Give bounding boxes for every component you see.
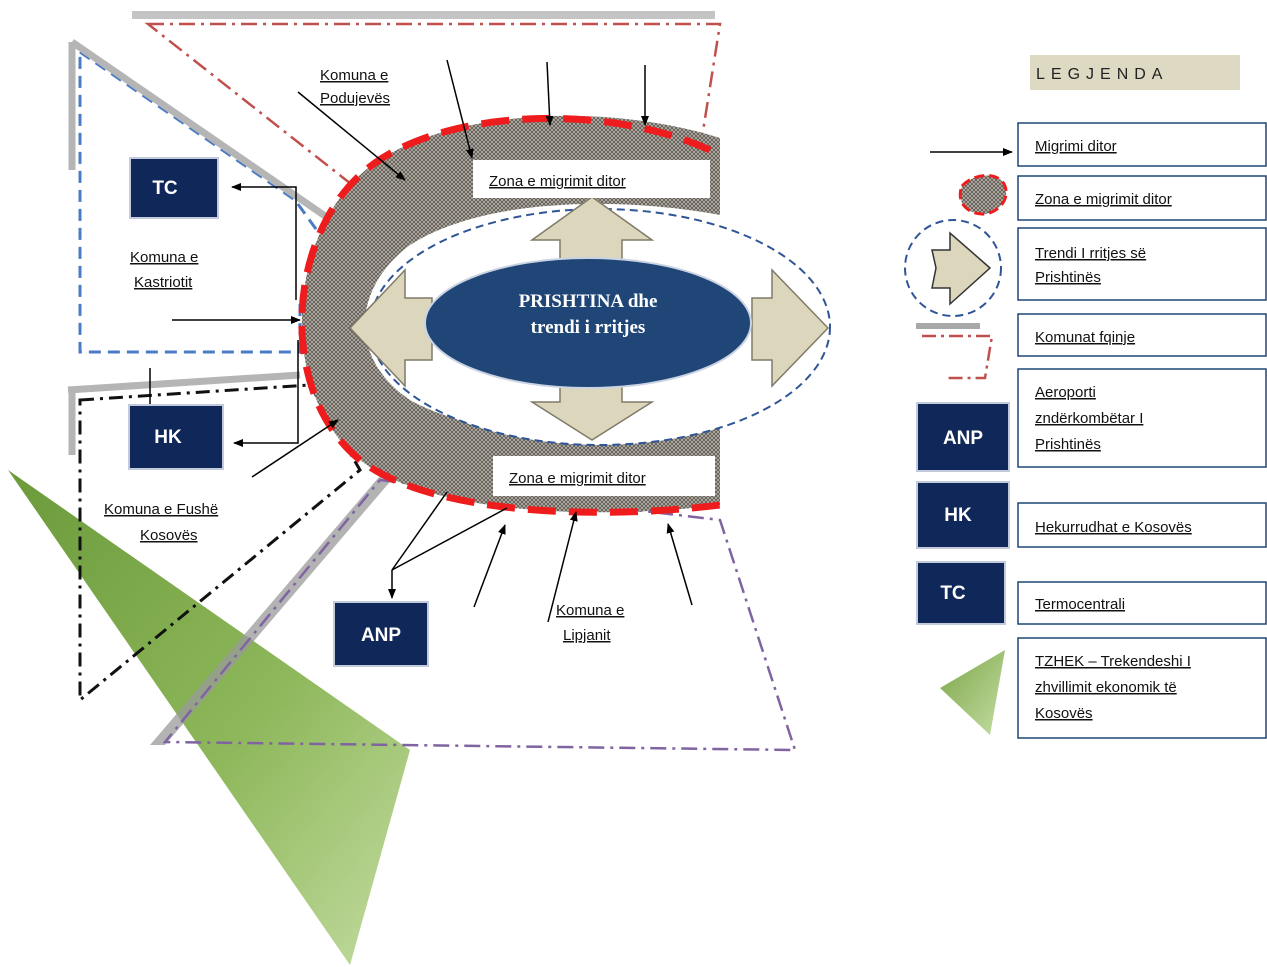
legend-item-box bbox=[1017, 502, 1267, 548]
center-label-line1: PRISHTINA dhe bbox=[519, 291, 658, 312]
tc-box-label: TC bbox=[152, 178, 178, 199]
legend-item-label: zhvillimit ekonomik të bbox=[1035, 679, 1177, 696]
legend-item-label: Aeroporti bbox=[1035, 384, 1096, 401]
kastrioti-label-1: Komuna e bbox=[130, 249, 198, 266]
grey-edge-fushe bbox=[67, 371, 301, 394]
grey-edge-kastrioti bbox=[70, 39, 362, 243]
legend-title: LEGJENDA bbox=[1036, 66, 1168, 83]
prishtina-center bbox=[424, 257, 752, 389]
legend-item-box bbox=[1017, 122, 1267, 167]
legend-item-box bbox=[1017, 637, 1267, 739]
tc-connector bbox=[231, 183, 297, 300]
legend-item-box bbox=[1017, 581, 1267, 625]
hk-connector bbox=[233, 340, 299, 447]
migration-arrow bbox=[473, 524, 506, 608]
anp-box bbox=[333, 601, 429, 667]
anp-connector-a bbox=[391, 491, 448, 571]
zone-label-bottom: Zona e migrimit ditor bbox=[509, 470, 646, 487]
migration-zone-ring bbox=[301, 115, 720, 513]
legend-item-label: Kosovës bbox=[1035, 705, 1093, 722]
migration-zone-border bbox=[298, 114, 721, 516]
legend-item-box bbox=[1017, 368, 1267, 468]
legend-hk-symbol bbox=[916, 481, 1010, 549]
zone-label-bottom-bg bbox=[493, 456, 715, 496]
fushe-kosova-border bbox=[78, 383, 362, 704]
legend-item-box bbox=[1017, 313, 1267, 357]
legend-tzhek-triangle-icon bbox=[940, 650, 1005, 735]
legend-item-box bbox=[1017, 227, 1267, 301]
fushe-kosova-label-2: Kosovës bbox=[140, 527, 198, 544]
legend-neighbor-icon bbox=[922, 334, 994, 380]
hk-box-label: HK bbox=[154, 427, 182, 448]
legend-item-label: Hekurrudhat e Kosovës bbox=[1035, 519, 1192, 536]
legend-item-label: zndërkombëtar I bbox=[1035, 410, 1143, 427]
legend-tc-symbol-label: TC bbox=[940, 583, 966, 604]
legend-item-label: Komunat fqinje bbox=[1035, 329, 1135, 346]
zone-label-top-bg bbox=[473, 160, 710, 198]
lipjani-label-2: Lipjanit bbox=[563, 627, 611, 644]
tc-box bbox=[129, 157, 219, 219]
growth-arrow-right bbox=[751, 268, 830, 388]
kastrioti-label-2: Kastriotit bbox=[134, 274, 193, 291]
legend-item-label: Termocentrali bbox=[1035, 596, 1125, 613]
legend-item-box bbox=[1017, 175, 1267, 221]
legend: LEGJENDA Migrimi ditor Zona e migrimit d… bbox=[904, 55, 1267, 739]
legend-item-label: Zona e migrimit ditor bbox=[1035, 191, 1172, 208]
legend-anp-symbol bbox=[916, 402, 1010, 472]
anp-connector-c bbox=[391, 507, 508, 571]
legend-title-bg bbox=[1030, 55, 1240, 90]
fushe-kosova-label-1: Komuna e Fushë bbox=[104, 501, 218, 518]
legend-tc-symbol bbox=[916, 561, 1006, 625]
migration-arrow bbox=[446, 59, 474, 159]
podujeva-label-1: Komuna e bbox=[320, 67, 388, 84]
zone-label-top: Zona e migrimit ditor bbox=[489, 173, 626, 190]
kastrioti-border bbox=[78, 49, 363, 354]
center-label-line2: trendi i rritjes bbox=[531, 317, 646, 338]
migration-arrow bbox=[297, 91, 406, 181]
legend-item-label: TZHEK – Trekendeshi I bbox=[1035, 653, 1191, 670]
legend-item-label: Migrimi ditor bbox=[1035, 138, 1117, 155]
legend-trend-arrow-icon bbox=[931, 231, 992, 306]
legend-item-label: Prishtinës bbox=[1035, 436, 1101, 453]
legend-anp-symbol-label: ANP bbox=[943, 428, 983, 449]
podujeva-label-2: Podujevës bbox=[320, 90, 390, 107]
migration-arrow bbox=[545, 61, 554, 126]
legend-zone-icon bbox=[958, 174, 1008, 216]
migration-arrow bbox=[666, 523, 693, 606]
tzhek-triangle bbox=[8, 470, 410, 965]
legend-trend-circle-icon bbox=[904, 219, 1002, 317]
legend-hk-symbol-label: HK bbox=[944, 505, 972, 526]
migration-arrow bbox=[251, 419, 339, 478]
hk-box bbox=[128, 404, 224, 470]
legend-item-label: Prishtinës bbox=[1035, 269, 1101, 286]
lipjani-label-1: Komuna e bbox=[556, 602, 624, 619]
anp-box-label: ANP bbox=[361, 625, 401, 646]
migration-arrow bbox=[547, 511, 578, 623]
legend-item-label: Trendi I rritjes së bbox=[1035, 245, 1146, 262]
